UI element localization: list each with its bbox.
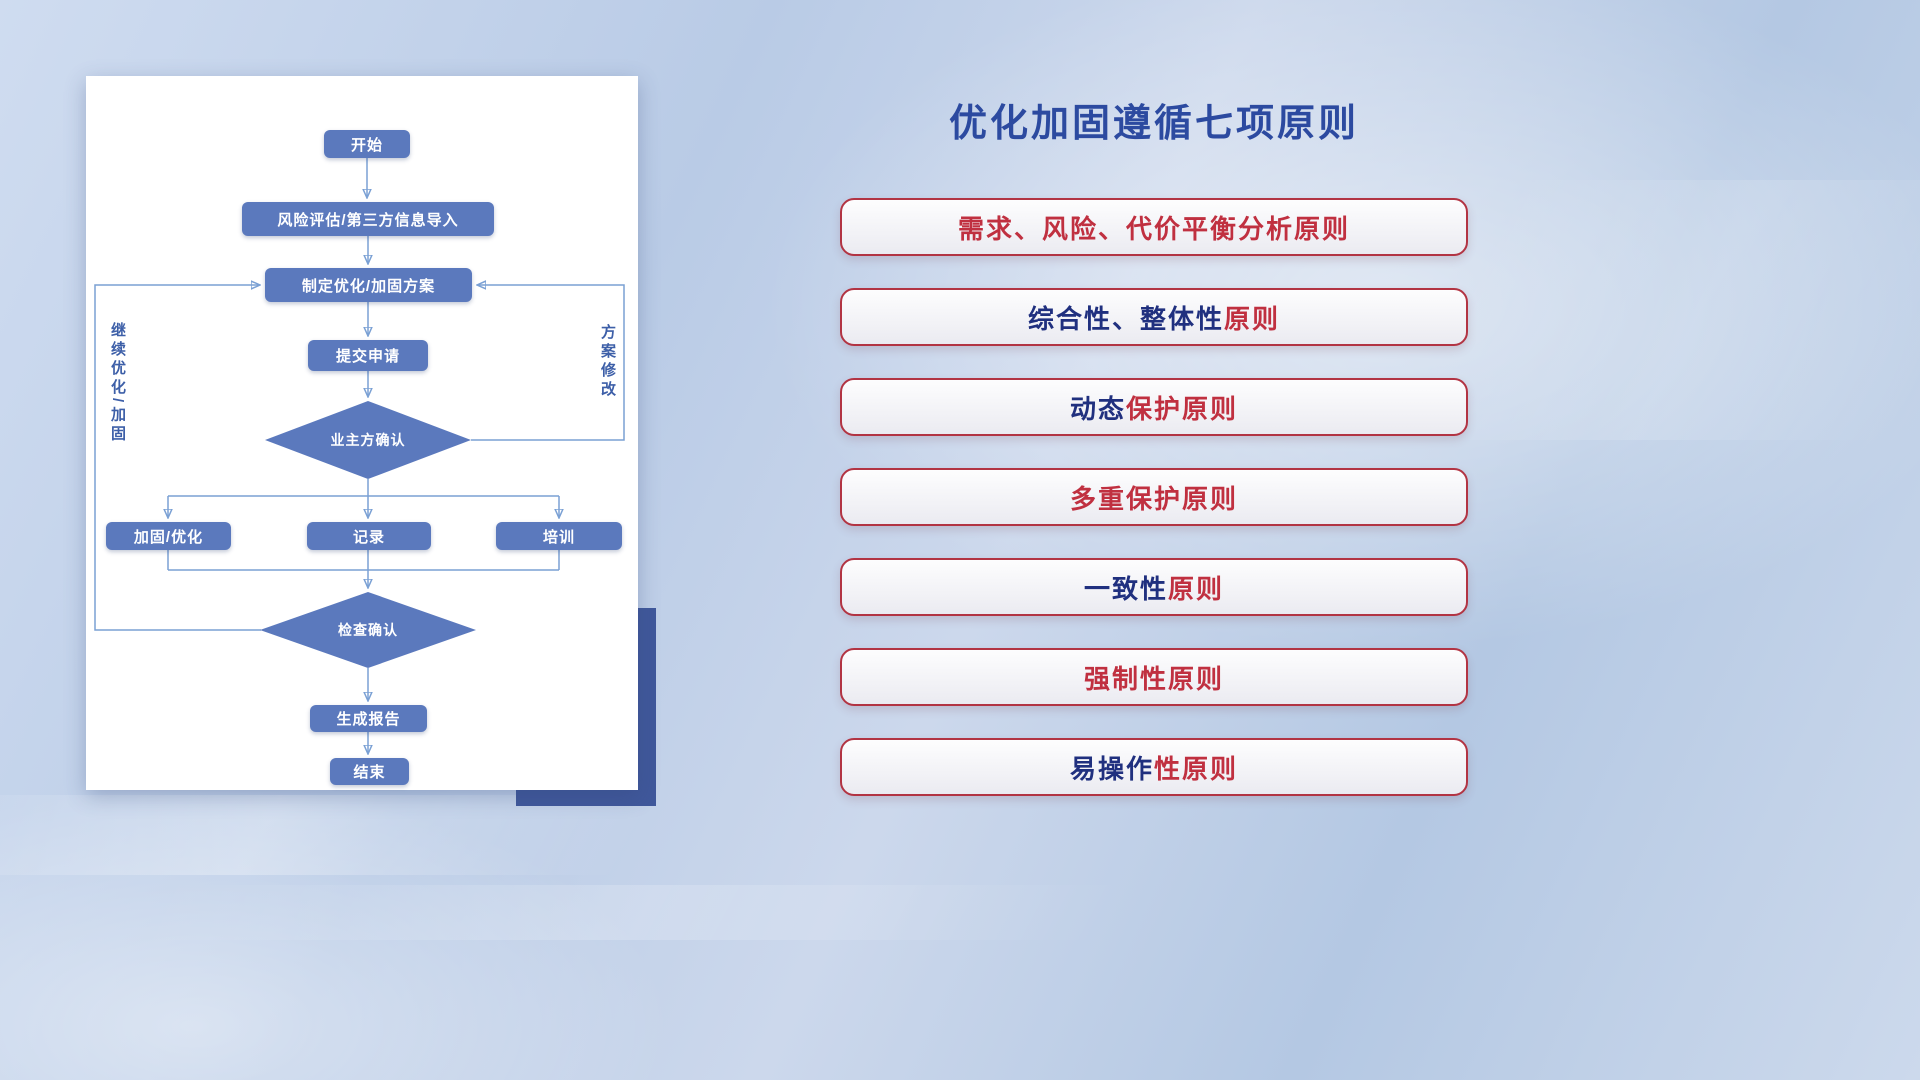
principle-text-red: 需求、风险、代价平衡分析原则 [957, 213, 1350, 244]
flow-node-start: 开始 [324, 130, 410, 158]
flow-node-training: 培训 [496, 522, 622, 550]
principle-text-red: 原则 [1224, 303, 1281, 334]
principle-text-blue: 综合性、整体性 [1027, 303, 1224, 334]
principle-text-red: 性原则 [1154, 753, 1239, 784]
slide-title: 优化加固遵循七项原则 [948, 103, 1359, 145]
flow-node-submit: 提交申请 [308, 340, 428, 371]
principle-item: 强制性原则 [840, 648, 1468, 706]
principle-item: 动态保护原则 [840, 378, 1468, 436]
flowchart-card: 开始 风险评估/第三方信息导入 制定优化/加固方案 提交申请 业主方确认 加固/… [86, 76, 638, 790]
flow-node-record: 记录 [307, 522, 431, 550]
flow-connectors [94, 158, 625, 790]
principles-list: 需求、风险、代价平衡分析原则 综合性、整体性原则 动态保护原则 多重保护原则 一… [840, 198, 1468, 796]
background-streak [0, 795, 662, 875]
principle-text-blue: 易操作 [1069, 753, 1154, 784]
principle-item: 多重保护原则 [840, 468, 1468, 526]
principle-text-red: 多重保护原则 [1069, 483, 1238, 514]
flow-node-generate-report: 生成报告 [310, 705, 427, 732]
flow-node-harden-optimize: 加固/优化 [106, 522, 231, 550]
flow-node-risk-import: 风险评估/第三方信息导入 [242, 202, 494, 236]
principle-text-red: 原则 [1168, 573, 1225, 604]
principle-item: 需求、风险、代价平衡分析原则 [840, 198, 1468, 256]
principle-item: 易操作性原则 [840, 738, 1468, 796]
background-streak [125, 885, 1135, 940]
flow-node-make-plan: 制定优化/加固方案 [265, 268, 472, 302]
principle-text-blue: 一致性 [1083, 573, 1168, 604]
principle-text-red: 保护原则 [1126, 393, 1239, 424]
loop-label-continue-optimize: 继续优化/加固 [109, 322, 126, 445]
principle-text-red: 强制性原则 [1083, 663, 1224, 694]
flow-node-end: 结束 [330, 758, 409, 785]
principle-item: 综合性、整体性原则 [840, 288, 1468, 346]
principle-text-blue: 动态 [1069, 393, 1126, 424]
principle-item: 一致性原则 [840, 558, 1468, 616]
loop-label-plan-revise: 方案修改 [599, 324, 616, 400]
